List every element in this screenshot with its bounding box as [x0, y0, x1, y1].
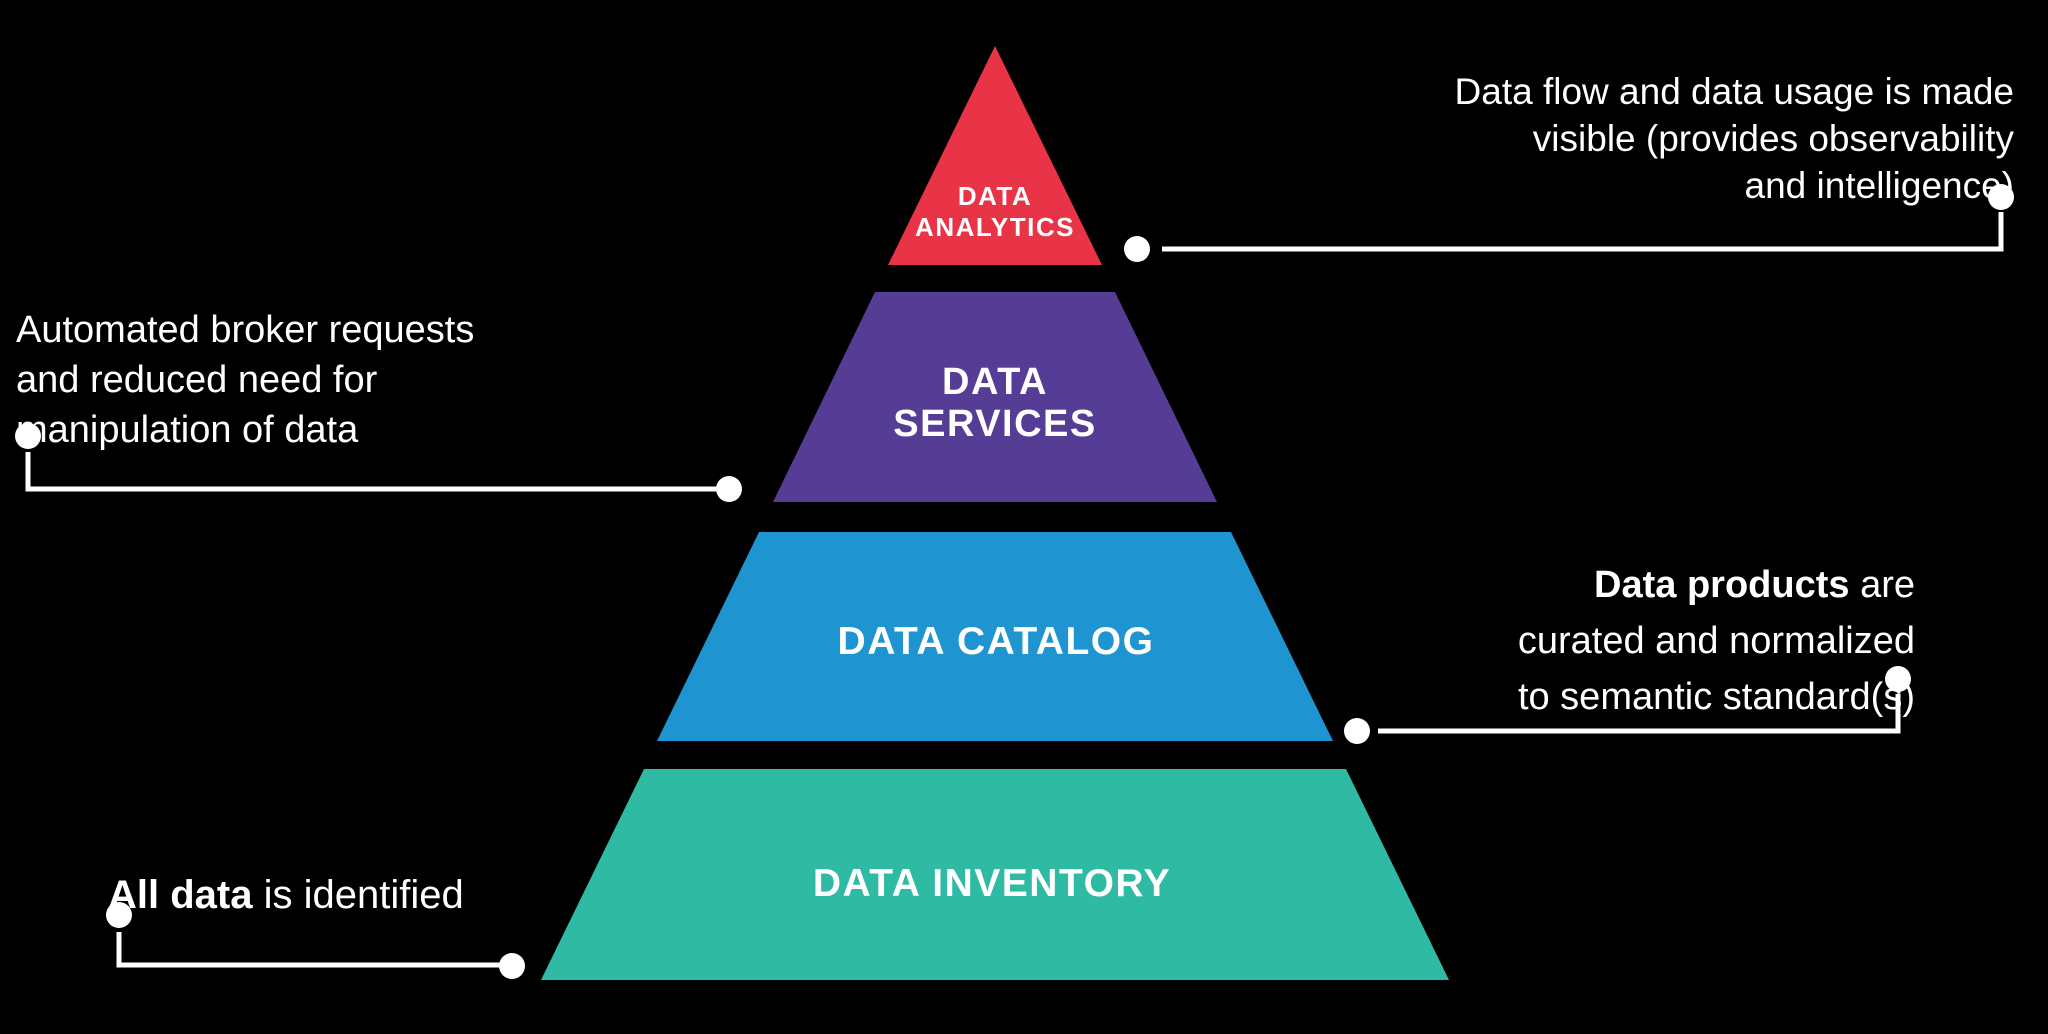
note-inventory-bold: All data [108, 873, 253, 917]
label-data-inventory: DATA INVENTORY [812, 862, 1172, 905]
note-services: Automated broker requests and reduced ne… [16, 255, 474, 455]
connector-dot-services-level [716, 476, 742, 502]
connector-line-analytics [1162, 212, 2004, 252]
connector-line-services [25, 452, 729, 492]
pyramid-level-inventory [541, 769, 1449, 980]
note-catalog: Data products are curated and normalized… [1518, 501, 1915, 725]
note-analytics-text: Data flow and data usage is made visible… [1454, 71, 2014, 206]
label-data-services: DATA SERVICES [893, 361, 1097, 445]
pyramid-level-catalog [657, 532, 1333, 741]
note-analytics: Data flow and data usage is made visible… [1455, 21, 2014, 209]
connector-dots [15, 184, 2014, 979]
connector-dot-services-text [15, 423, 41, 449]
note-inventory-text: is identified [252, 873, 464, 917]
note-services-text: Automated broker requests and reduced ne… [16, 309, 475, 451]
connector-dot-catalog-level [1344, 718, 1370, 744]
pyramid-level-services [773, 292, 1217, 502]
note-catalog-bold: Data products [1594, 564, 1850, 606]
pyramid-level-analytics [888, 46, 1102, 265]
callout-connectors [15, 184, 2014, 979]
connector-dot-analytics-text [1988, 184, 2014, 210]
connector-line-catalog [1378, 694, 1901, 734]
note-catalog-text: are curated and normalized to semantic s… [1517, 564, 1915, 718]
connector-dot-catalog-text [1885, 666, 1911, 692]
connector-line-inventory [116, 932, 500, 968]
label-data-analytics: DATA ANALYTICS [915, 181, 1075, 242]
connector-dot-analytics-level [1124, 236, 1150, 262]
note-inventory: All data is identified [108, 820, 464, 920]
connector-dot-inventory-level [499, 953, 525, 979]
label-data-catalog: DATA CATALOG [837, 620, 1155, 663]
connector-dot-inventory-text [106, 902, 132, 928]
